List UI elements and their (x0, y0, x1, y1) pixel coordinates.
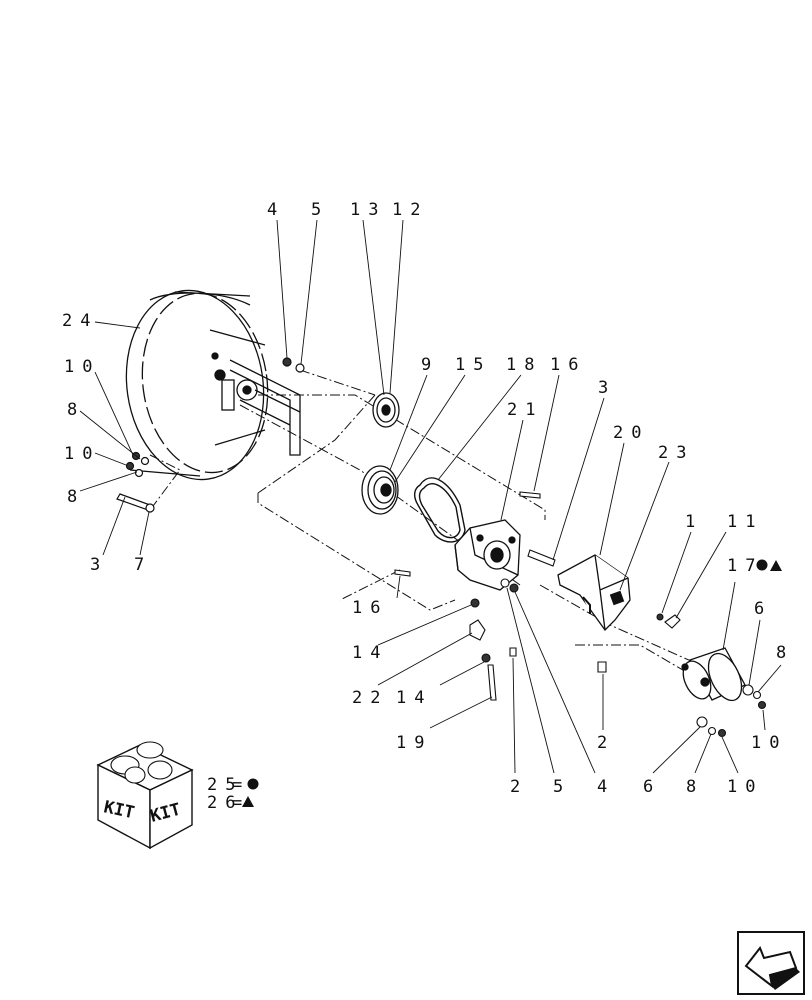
clip-22 (469, 619, 486, 641)
callout-10: 10 (751, 733, 787, 753)
kit-legend-26: 26 (207, 793, 243, 813)
washer-5b (500, 578, 510, 588)
kit-legend-25-equals: = (232, 775, 242, 795)
nut-14b (481, 653, 491, 663)
callout-7: 7 (134, 555, 152, 575)
bolt-3b (527, 549, 556, 567)
washer-7 (145, 503, 155, 513)
previous-page-arrow-icon[interactable] (737, 931, 805, 995)
callout-14: 14 (396, 688, 432, 708)
kit-25-circle-symbol (756, 559, 768, 571)
leader-lines (79, 219, 782, 774)
washer-8c (752, 690, 762, 700)
bearing-bracket (454, 519, 521, 591)
callout-8: 8 (686, 777, 704, 797)
kit-legend-triangle-symbol (242, 796, 254, 807)
small-pulley (372, 392, 400, 428)
pin-19 (487, 664, 497, 701)
callout-18: 18 (506, 355, 542, 375)
nut-14a (470, 598, 480, 608)
motor (681, 647, 746, 702)
hardware-right (656, 613, 767, 738)
callout-10: 10 (64, 444, 100, 464)
bolt-2b (597, 661, 607, 673)
kit-legend-25: 25 (207, 775, 243, 795)
nut-10b (125, 461, 135, 471)
callout-5: 5 (311, 200, 329, 220)
kit-26-triangle-symbol (770, 560, 782, 571)
callout-12: 12 (392, 200, 428, 220)
callout-6: 6 (754, 599, 772, 619)
callout-6: 6 (643, 777, 661, 797)
washer-6b (696, 716, 708, 728)
callout-10: 10 (64, 357, 100, 377)
callout-2: 2 (510, 777, 528, 797)
kit-legend-26-equals: = (232, 793, 242, 813)
callout-16: 16 (352, 598, 388, 618)
fan-disc-assembly (125, 289, 301, 481)
guard-housing (557, 554, 631, 631)
callout-labels: 4 5 13 12 24 10 8 10 8 3 7 9 15 18 16 3 … (62, 200, 794, 797)
callout-20: 20 (613, 423, 649, 443)
nut-10d (717, 728, 727, 738)
callout-3: 3 (90, 555, 108, 575)
bolt-3a (116, 493, 151, 511)
belt (413, 477, 466, 543)
nut-4a (282, 357, 292, 367)
kit-legend-circle-symbol (247, 778, 259, 790)
kit-box-icon: KIT KIT (96, 741, 194, 850)
washer-8a (140, 456, 150, 466)
bolt-16b (394, 569, 411, 577)
bolt-16a (519, 491, 541, 499)
washer-8d (707, 726, 717, 736)
callout-8: 8 (67, 487, 85, 507)
callout-13: 13 (350, 200, 386, 220)
callout-3: 3 (598, 378, 616, 398)
bolt-2a (509, 647, 517, 657)
callout-23: 23 (658, 443, 694, 463)
callout-21: 21 (507, 400, 543, 420)
washer-8b (134, 468, 144, 478)
large-pulley (361, 465, 399, 515)
hardware-center (394, 491, 607, 701)
callout-8: 8 (776, 643, 794, 663)
washer-6a (742, 684, 754, 696)
callout-10: 10 (727, 777, 763, 797)
callout-22: 22 (352, 688, 388, 708)
nut-10c (757, 700, 767, 710)
callout-19: 19 (396, 733, 432, 753)
assembly-lines (149, 369, 701, 681)
callout-8: 8 (67, 400, 85, 420)
callout-24: 24 (62, 311, 98, 331)
callout-9: 9 (421, 355, 439, 375)
hardware-left (116, 357, 305, 513)
callout-1: 1 (685, 512, 703, 532)
nut-4b (509, 583, 519, 593)
callout-11: 11 (727, 512, 763, 532)
callout-16: 16 (550, 355, 586, 375)
callout-15: 15 (455, 355, 491, 375)
washer-5a (295, 363, 305, 373)
callout-14: 14 (352, 643, 388, 663)
callout-5: 5 (553, 777, 571, 797)
callout-17: 17 (727, 556, 763, 576)
callout-2: 2 (597, 733, 615, 753)
callout-4: 4 (267, 200, 285, 220)
nut-1 (656, 613, 664, 621)
kit-legend: 25 = 26 = (207, 775, 259, 813)
clip-11 (664, 614, 681, 629)
callout-4: 4 (597, 777, 615, 797)
